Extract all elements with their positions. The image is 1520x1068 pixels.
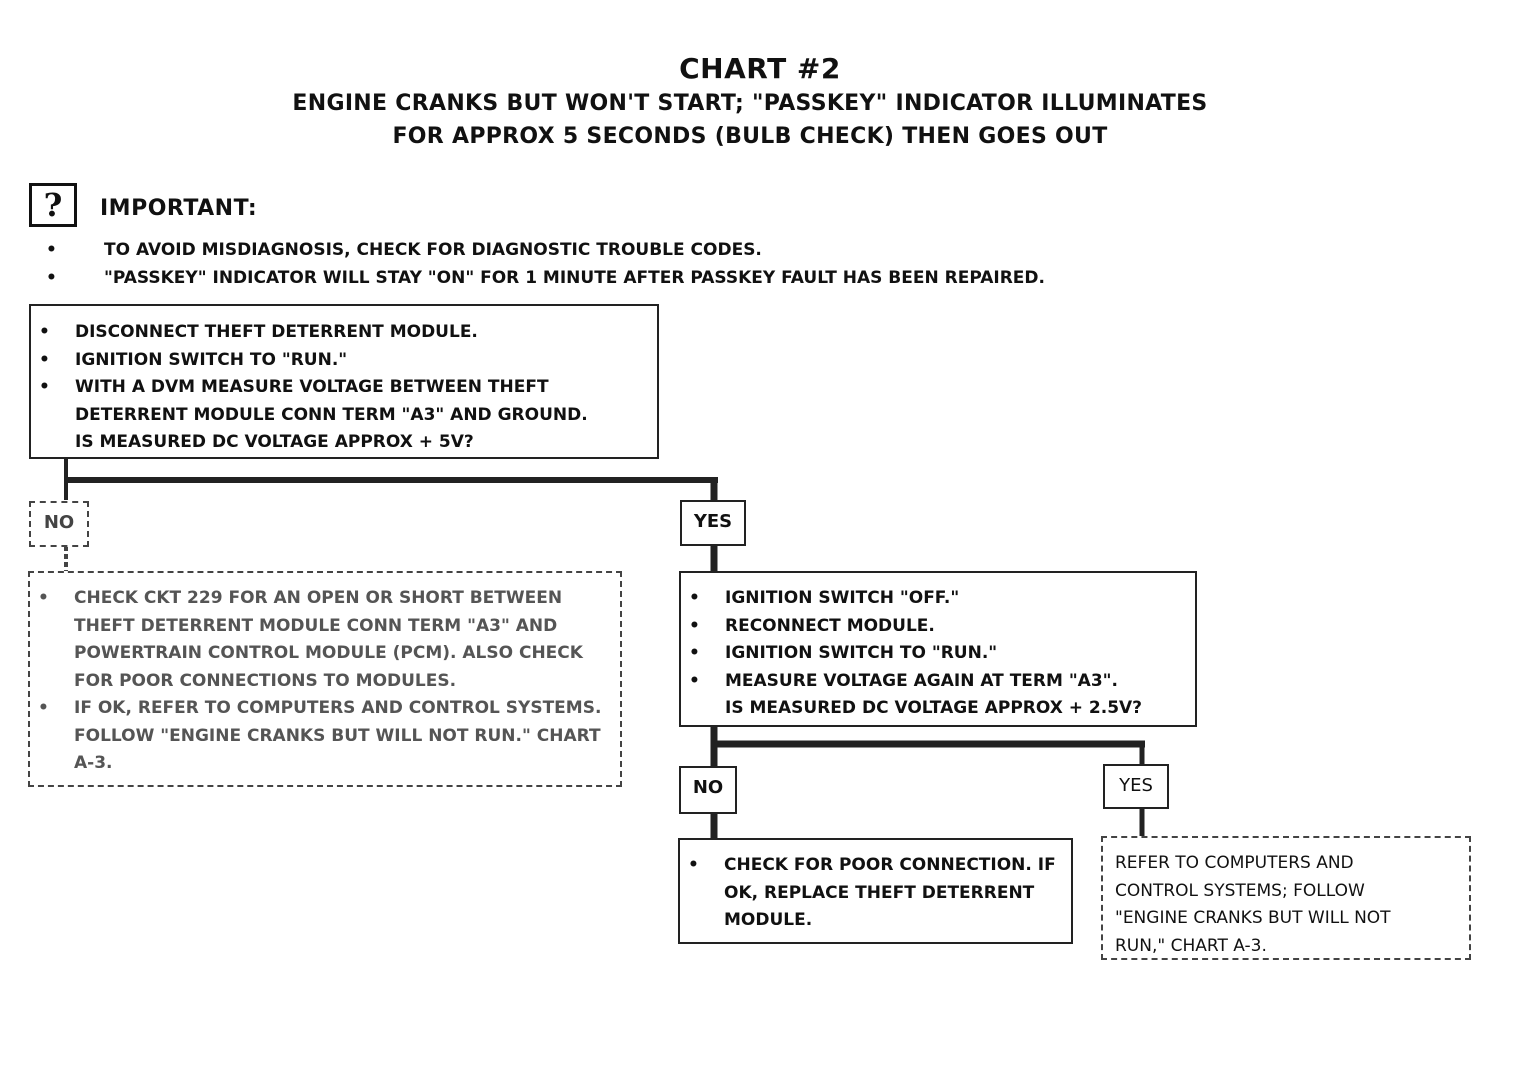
no-branch2-box: •CHECK FOR POOR CONNECTION. IF OK, REPLA… xyxy=(678,838,1073,944)
no-label-2: NO xyxy=(679,766,737,814)
chart-subtitle-line2: FOR APPROX 5 SECONDS (BULB CHECK) THEN G… xyxy=(392,124,1108,149)
no-branch1-item: •CHECK CKT 229 FOR AN OPEN OR SHORT BETW… xyxy=(30,585,614,695)
important-icon: ? xyxy=(29,183,77,227)
step1-question: IS MEASURED DC VOLTAGE APPROX + 5V? xyxy=(75,432,474,452)
bullet-icon: • xyxy=(688,855,699,875)
step1-item: •IGNITION SWITCH TO "RUN." xyxy=(31,347,649,375)
chart-title: CHART #2 xyxy=(679,52,841,85)
yes-branch1-item: •MEASURE VOLTAGE AGAIN AT TERM "A3". xyxy=(681,668,1189,696)
yes-branch1-item: •IGNITION SWITCH TO "RUN." xyxy=(681,640,1189,668)
important-item-text: "PASSKEY" INDICATOR WILL STAY "ON" FOR 1… xyxy=(104,268,1045,288)
yes-branch1-box: •IGNITION SWITCH "OFF." •RECONNECT MODUL… xyxy=(679,571,1197,727)
yes-branch2-text: REFER TO COMPUTERS AND CONTROL SYSTEMS; … xyxy=(1115,853,1391,956)
yes-label-2: YES xyxy=(1103,764,1169,809)
bullet-icon: • xyxy=(46,268,57,288)
bullet-icon: • xyxy=(689,643,700,663)
yes-branch1-item: •RECONNECT MODULE. xyxy=(681,613,1189,641)
bullet-icon: • xyxy=(689,670,700,691)
bullet-icon: • xyxy=(46,240,57,260)
bullet-icon: • xyxy=(39,377,50,397)
yes-label-1: YES xyxy=(680,500,746,546)
important-item: • TO AVOID MISDIAGNOSIS, CHECK FOR DIAGN… xyxy=(46,240,762,260)
no-branch1-item: •IF OK, REFER TO COMPUTERS AND CONTROL S… xyxy=(30,695,614,778)
no-label-1: NO xyxy=(29,501,89,547)
bullet-icon: • xyxy=(689,588,700,608)
bullet-icon: • xyxy=(689,615,700,636)
step1-item: •DISCONNECT THEFT DETERRENT MODULE. xyxy=(31,319,649,347)
important-item-text: TO AVOID MISDIAGNOSIS, CHECK FOR DIAGNOS… xyxy=(104,240,762,260)
step1-box: •DISCONNECT THEFT DETERRENT MODULE. •IGN… xyxy=(29,304,659,459)
bullet-icon: • xyxy=(39,349,50,370)
yes-branch1-question: IS MEASURED DC VOLTAGE APPROX + 2.5V? xyxy=(725,698,1143,718)
important-label: IMPORTANT: xyxy=(100,196,258,221)
no-branch2-item: •CHECK FOR POOR CONNECTION. IF OK, REPLA… xyxy=(680,852,1065,935)
important-item: • "PASSKEY" INDICATOR WILL STAY "ON" FOR… xyxy=(46,268,1045,288)
bullet-icon: • xyxy=(38,588,49,608)
yes-branch1-item: •IGNITION SWITCH "OFF." xyxy=(681,585,1189,613)
step1-item: •WITH A DVM MEASURE VOLTAGE BETWEEN THEF… xyxy=(31,374,649,429)
yes-branch2-box: REFER TO COMPUTERS AND CONTROL SYSTEMS; … xyxy=(1101,836,1471,960)
bullet-icon: • xyxy=(39,322,50,342)
chart-subtitle-line1: ENGINE CRANKS BUT WON'T START; "PASSKEY"… xyxy=(292,91,1208,116)
bullet-icon: • xyxy=(38,698,49,718)
no-branch1-box: •CHECK CKT 229 FOR AN OPEN OR SHORT BETW… xyxy=(28,571,622,787)
